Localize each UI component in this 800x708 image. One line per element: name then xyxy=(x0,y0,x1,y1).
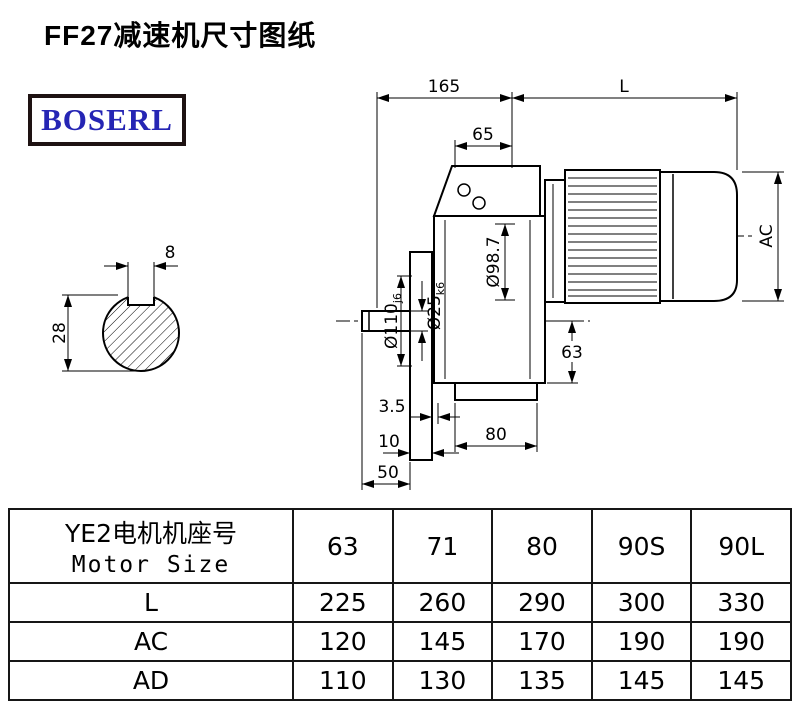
fan-cover xyxy=(659,171,738,302)
dim-63-label: 63 xyxy=(561,343,583,363)
dim-10-label: 10 xyxy=(378,432,400,452)
mounting-flange xyxy=(409,251,433,461)
shaft-section-view: 8 28 xyxy=(50,243,180,372)
cell-L-90S: 300 xyxy=(590,582,693,623)
dim-98-lines xyxy=(495,223,515,301)
table-row-L: L 225 260 290 300 330 xyxy=(8,582,792,623)
cell-L-80: 290 xyxy=(491,582,593,623)
header-size-80: 80 xyxy=(491,508,593,584)
dim-110-label: Ø110j6 xyxy=(382,293,404,349)
dim-AC-label: AC xyxy=(757,224,777,247)
cell-L-71: 260 xyxy=(391,582,494,623)
dim-key-width-label: 8 xyxy=(165,243,176,263)
dim-98-label: Ø98.7 xyxy=(484,236,504,287)
gearbox-housing xyxy=(432,165,546,401)
table-header-row: YE2电机机座号 Motor Size 63 71 80 90S 90L xyxy=(8,508,792,584)
dim-110-value: Ø110 xyxy=(382,303,402,349)
page-title: FF27减速机尺寸图纸 xyxy=(44,20,317,51)
boserl-logo-box: BOSERL xyxy=(28,94,186,146)
dim-165-label: 165 xyxy=(428,77,460,97)
dim-110-lines xyxy=(397,275,412,367)
dim-shaft-height-lines xyxy=(62,294,135,372)
cooling-fins xyxy=(568,177,657,297)
table-row-AD: AD 110 130 135 145 145 xyxy=(8,660,792,701)
shaft-circle xyxy=(102,294,180,372)
dim-110-tolerance: j6 xyxy=(391,293,404,304)
dim-65-lines xyxy=(454,140,512,168)
header-motor-size-cn: YE2电机机座号 xyxy=(65,519,237,548)
dim-top-lines xyxy=(376,92,738,308)
motor-adapter xyxy=(544,179,566,303)
dim-25-lines xyxy=(410,281,428,361)
header-motor-size-en: Motor Size xyxy=(71,552,231,578)
table-row-AC: AC 120 145 170 190 190 xyxy=(8,621,792,662)
row-label-AC: AC xyxy=(8,621,294,662)
dim-50-lines xyxy=(361,333,411,490)
dim-80-label: 80 xyxy=(485,425,507,445)
cell-L-63: 225 xyxy=(292,582,394,623)
cell-AD-80: 135 xyxy=(491,660,593,701)
header-motor-size-cell: YE2电机机座号 Motor Size xyxy=(8,508,294,584)
cell-AC-80: 170 xyxy=(491,621,593,662)
row-label-AD: AD xyxy=(8,660,294,701)
cell-AC-71: 145 xyxy=(391,621,494,662)
cell-AD-71: 130 xyxy=(391,660,494,701)
header-size-71: 71 xyxy=(391,508,494,584)
bolt-hole-icon xyxy=(457,183,471,197)
boserl-logo-text: BOSERL xyxy=(41,102,173,137)
header-size-90S: 90S xyxy=(590,508,693,584)
dim-3-5-label: 3.5 xyxy=(378,397,405,417)
dim-25-tolerance: k6 xyxy=(434,282,447,295)
row-label-L: L xyxy=(8,582,294,623)
dim-AC-lines xyxy=(742,171,784,302)
gearbox-foot xyxy=(454,382,538,401)
motor-body xyxy=(564,169,661,304)
dimension-table: YE2电机机座号 Motor Size 63 71 80 90S 90L L 2… xyxy=(8,508,792,701)
cell-AC-63: 120 xyxy=(292,621,394,662)
bolt-hole-icon xyxy=(472,196,486,210)
dim-25-label: Ø25k6 xyxy=(425,282,447,330)
dim-65-label: 65 xyxy=(472,125,494,145)
cell-L-90L: 330 xyxy=(690,582,792,623)
dim-key-width-lines xyxy=(104,262,178,297)
dim-25-value: Ø25 xyxy=(425,295,445,330)
dim-L-label: L xyxy=(619,77,629,97)
dim-80-lines xyxy=(454,403,538,452)
keyway xyxy=(127,297,155,306)
cell-AC-90L: 190 xyxy=(690,621,792,662)
side-view: 165 L 65 AC Ø98.7 Ø110j6 xyxy=(336,77,784,490)
cell-AD-90L: 145 xyxy=(690,660,792,701)
header-size-63: 63 xyxy=(292,508,394,584)
dim-50-label: 50 xyxy=(377,463,399,483)
dim-3-5-lines xyxy=(410,403,460,424)
dim-shaft-height-label: 28 xyxy=(50,322,70,344)
cell-AD-90S: 145 xyxy=(590,660,693,701)
cell-AC-90S: 190 xyxy=(590,621,693,662)
technical-drawing: 8 28 xyxy=(50,77,784,490)
header-size-90L: 90L xyxy=(690,508,792,584)
cell-AD-63: 110 xyxy=(292,660,394,701)
